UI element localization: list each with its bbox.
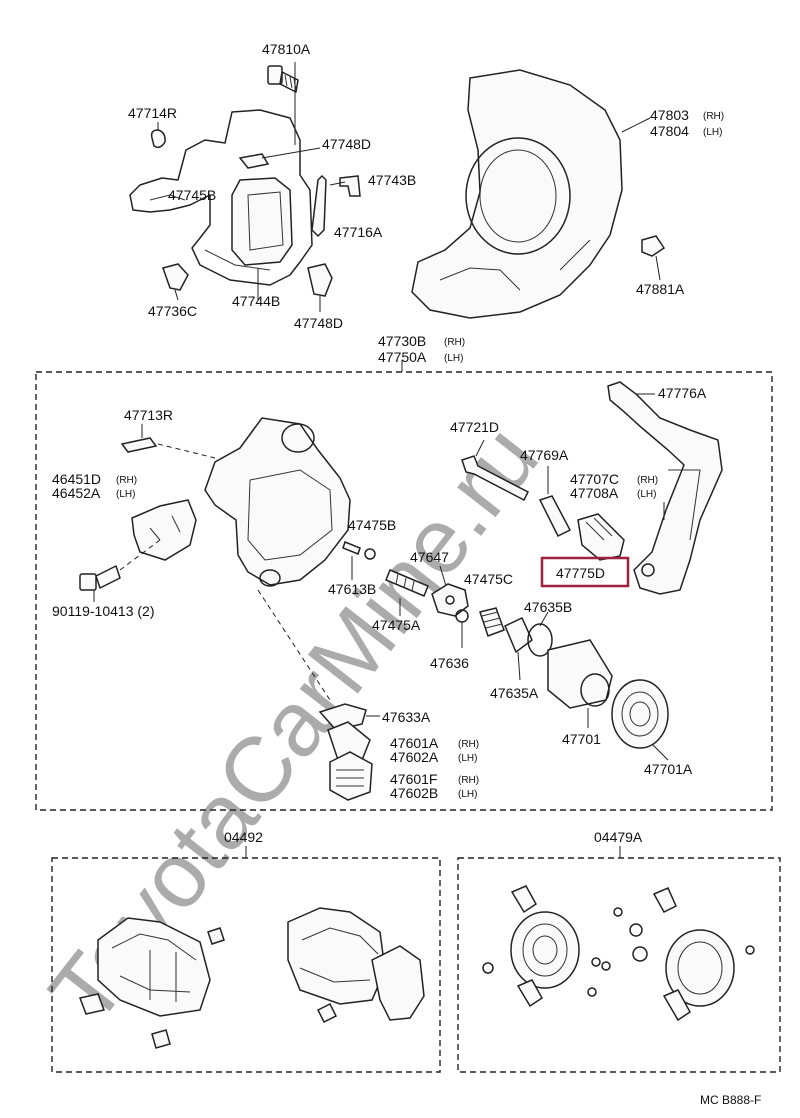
label-47708A: 47708A <box>570 485 619 501</box>
label-47701A: 47701A <box>644 761 693 777</box>
label-47748D-top: 47748D <box>322 136 371 152</box>
bolt-47810A-drawing <box>267 65 299 93</box>
label-47602B-side: (LH) <box>458 789 477 800</box>
label-47713R: 47713R <box>124 407 173 423</box>
label-47775D: 47775D <box>556 565 605 581</box>
label-47601A: 47601A <box>390 735 439 751</box>
label-47708A-side: (LH) <box>637 489 656 500</box>
label-47601A-side: (RH) <box>458 739 479 750</box>
label-47475C: 47475C <box>464 571 513 587</box>
label-47745B: 47745B <box>168 187 216 203</box>
kit-04492-drawing <box>78 907 425 1049</box>
label-47743B: 47743B <box>368 172 416 188</box>
label-47635B: 47635B <box>524 599 572 615</box>
label-90119-10413: 90119-10413 (2) <box>52 603 154 619</box>
caliper-assembly-frame <box>35 371 773 811</box>
label-47714R: 47714R <box>128 105 177 121</box>
label-47750A: 47750A <box>378 349 427 365</box>
label-47633A: 47633A <box>382 709 431 725</box>
kit-04479A-drawing <box>482 885 755 1022</box>
bracket-assembly <box>129 62 361 312</box>
label-47769A: 47769A <box>520 447 569 463</box>
kit-04479A-frame <box>457 857 781 1073</box>
label-47721D: 47721D <box>450 419 499 435</box>
label-47707C: 47707C <box>570 471 619 487</box>
label-47804-side: (LH) <box>703 127 722 138</box>
label-47647: 47647 <box>410 549 449 565</box>
label-47613B: 47613B <box>328 581 376 597</box>
label-47602A: 47602A <box>390 749 439 765</box>
label-47881A: 47881A <box>636 281 685 297</box>
label-47803-side: (RH) <box>703 111 724 122</box>
label-47475A: 47475A <box>372 617 421 633</box>
label-47602A-side: (LH) <box>458 753 477 764</box>
label-47730B: 47730B <box>378 333 426 349</box>
label-47744B: 47744B <box>232 293 280 309</box>
label-47736C: 47736C <box>148 303 197 319</box>
label-04492: 04492 <box>224 829 263 845</box>
label-47707C-side: (RH) <box>637 475 658 486</box>
caliper-assembly <box>79 381 723 801</box>
label-47730B-side: (RH) <box>444 337 465 348</box>
label-04479A: 04479A <box>594 829 643 845</box>
label-47601F: 47601F <box>390 771 437 787</box>
label-46451D-side: (RH) <box>116 475 137 486</box>
label-46452A: 46452A <box>52 485 101 501</box>
label-47602B: 47602B <box>390 785 438 801</box>
label-47804: 47804 <box>650 123 689 139</box>
label-47636: 47636 <box>430 655 469 671</box>
label-47748D-bottom: 47748D <box>294 315 343 331</box>
part-labels: 47810A 47714R 47748D 47743B 47745B 47716… <box>52 41 761 1107</box>
label-47776A: 47776A <box>658 385 707 401</box>
label-46452A-side: (LH) <box>116 489 135 500</box>
label-47701: 47701 <box>562 731 601 747</box>
label-47803: 47803 <box>650 107 689 123</box>
highlight-box-47775D <box>540 556 630 588</box>
label-47810A: 47810A <box>262 41 311 57</box>
label-47750A-side: (LH) <box>444 353 463 364</box>
label-47716A: 47716A <box>334 224 383 240</box>
kit-04492-frame <box>51 857 441 1073</box>
footer-code: MC B888-F <box>700 1093 761 1107</box>
label-47601F-side: (RH) <box>458 775 479 786</box>
label-46451D: 46451D <box>52 471 101 487</box>
label-47475B: 47475B <box>348 517 396 533</box>
label-47635A: 47635A <box>490 685 539 701</box>
disc-dust-shield-drawing <box>411 69 666 319</box>
